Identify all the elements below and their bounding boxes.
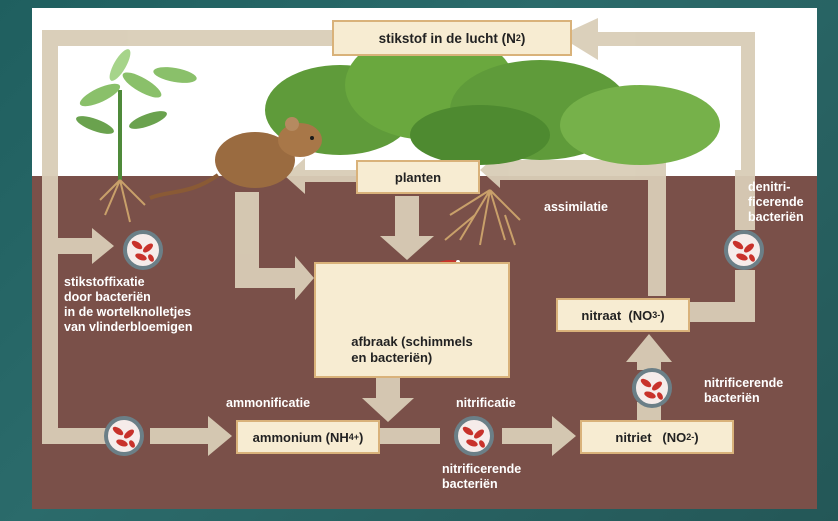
cycle-arrows [42, 18, 755, 456]
bacteria-icon [123, 230, 163, 270]
node-air-sub: 2 [515, 33, 521, 43]
node-decomposition-line2: en bacteriën) [351, 350, 433, 365]
label-nitrifying-bottom-line1: nitrificerende [442, 462, 522, 476]
node-plants-text: planten [394, 169, 442, 185]
label-denitrifying-bacteria: denitri- ficerende bacteriën [748, 180, 804, 225]
node-nitrite-tail: ) [694, 429, 699, 445]
label-nitrifying-bacteria-bottom: nitrificerende bacteriën [442, 462, 521, 492]
label-ammonification: ammonificatie [226, 396, 311, 410]
label-nitrifying-bottom-line2: bacteriën [442, 477, 498, 491]
label-nitrification: nitrificatie [456, 396, 516, 410]
node-nitrate-sub: 3 [652, 310, 658, 320]
mouse-icon [149, 117, 322, 200]
label-fixation-line1: stikstoffixatie [64, 275, 145, 289]
node-air-text: stikstof in de lucht (N [378, 30, 516, 46]
label-nitrogen-fixation: stikstoffixatie door bacteriën in de wor… [64, 275, 193, 335]
label-fixation-line3: in de wortelknolletjes [64, 305, 192, 319]
node-ammonium-text: ammonium (NH [252, 429, 349, 445]
node-decomposition-text: afbraak (schimmels en bacteriën) [351, 334, 472, 366]
roots-icon [444, 189, 521, 246]
node-decomposition-line1: afbraak (schimmels [351, 334, 473, 349]
node-ammonium-sub: 4 [348, 432, 354, 442]
node-nitrate-sup: - [657, 310, 661, 320]
bacteria-icon [454, 416, 494, 456]
node-nitrate-text: nitraat (NO [581, 307, 653, 323]
node-decomposition: afbraak (schimmels en bacteriën) [314, 262, 510, 378]
node-ammonium-tail: ) [359, 429, 364, 445]
label-nitrifying-bacteria-right: nitrificerende bacteriën [704, 376, 783, 406]
bacteria-icon [104, 416, 144, 456]
node-ammonium-sup: + [353, 432, 359, 442]
bacteria-icon [632, 368, 672, 408]
label-assimilation: assimilatie [544, 200, 608, 214]
plant-icon [76, 49, 197, 223]
tree-icon [265, 30, 720, 165]
label-denitrifying-line2: ficerende [748, 195, 804, 209]
label-denitrifying-line3: bacteriën [748, 210, 804, 224]
node-nitrite-sub: 2 [686, 432, 692, 442]
node-air-tail: ) [520, 30, 526, 46]
node-plants: planten [356, 160, 480, 194]
label-nitrifying-right-line2: bacteriën [704, 391, 760, 405]
bacteria-icon [724, 230, 764, 270]
node-nitrite-text: nitriet (NO [615, 429, 687, 445]
node-nitrate-tail: ) [660, 307, 665, 323]
label-nitrifying-right-line1: nitrificerende [704, 376, 784, 390]
label-fixation-line4: van vlinderbloemigen [64, 320, 193, 334]
label-denitrifying-line1: denitri- [748, 180, 791, 194]
node-nitrite-sup: - [691, 432, 695, 442]
label-fixation-line2: door bacteriën [64, 290, 151, 304]
